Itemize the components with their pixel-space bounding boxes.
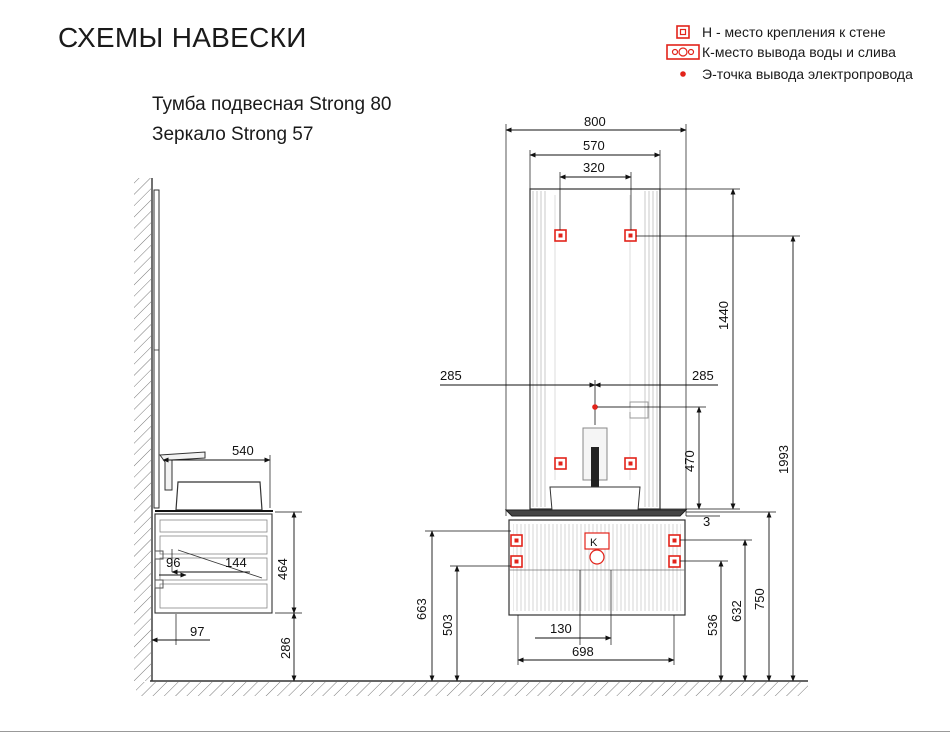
mount-point-icon — [668, 555, 681, 568]
dim-536-label: 536 — [705, 614, 720, 636]
dim-750-label: 750 — [752, 588, 767, 610]
water-outlet-icon — [664, 44, 702, 60]
mount-point-icon — [510, 534, 523, 547]
side-dim-540: 540 — [162, 443, 271, 508]
product-cabinet-name: Тумба подвесная Strong 80 — [152, 94, 392, 115]
dim-3: 3 — [686, 511, 776, 529]
dim-285-right: 285 — [594, 368, 718, 388]
dim-470-label: 470 — [682, 450, 697, 472]
mount-point-icon — [624, 229, 637, 242]
dim-503-label: 503 — [440, 614, 455, 636]
dim-285-left: 285 — [440, 368, 596, 388]
floor — [136, 680, 808, 696]
dim-285-right-label: 285 — [692, 368, 714, 383]
front-faucet — [582, 427, 608, 487]
side-dim-96: 96 — [159, 555, 187, 578]
side-mirror — [153, 189, 160, 509]
side-dim-97: 97 — [151, 614, 210, 645]
mount-point-icon — [624, 457, 637, 470]
dim-144-label: 144 — [225, 555, 247, 570]
mount-point-icon — [664, 25, 702, 39]
front-sink — [504, 486, 688, 517]
dim-503: 503 — [440, 565, 511, 682]
dim-1440: 1440 — [660, 188, 740, 510]
dim-663: 663 — [414, 530, 511, 682]
side-dim-144: 144 — [171, 549, 250, 575]
mount-point-icon — [554, 229, 567, 242]
legend-label-electric: Э-точка вывода электропровода — [702, 66, 913, 82]
dim-286-label: 286 — [278, 637, 293, 659]
dim-96-label: 96 — [166, 555, 180, 570]
side-dim-464: 464 — [275, 511, 302, 614]
side-sink — [155, 481, 273, 512]
dim-97-label: 97 — [190, 624, 204, 639]
dim-632: 632 — [680, 539, 752, 682]
dim-130: 130 — [535, 570, 612, 645]
mount-point-icon — [554, 457, 567, 470]
dim-3-label: 3 — [703, 514, 710, 529]
electric-point-icon — [664, 69, 702, 79]
side-vanity — [154, 513, 273, 614]
legend-row-water: К-место вывода воды и слива — [664, 44, 896, 60]
electric-outlet-icon — [592, 404, 598, 410]
dim-130-label: 130 — [550, 621, 572, 636]
outlet-k-label: K — [590, 537, 598, 549]
dim-698-label: 698 — [572, 644, 594, 659]
dim-285-left-label: 285 — [440, 368, 462, 383]
dim-1440-label: 1440 — [716, 301, 731, 330]
product-mirror-name: Зеркало Strong 57 — [152, 124, 314, 145]
mount-point-icon — [668, 534, 681, 547]
page-title: СХЕМЫ НАВЕСКИ — [58, 22, 307, 53]
dim-470: 470 — [597, 406, 706, 510]
dim-536: 536 — [680, 560, 728, 682]
legend-row-mount: Н - место крепления к стене — [664, 24, 886, 40]
dim-800-label: 800 — [584, 114, 606, 129]
dim-1993-label: 1993 — [776, 445, 791, 474]
legend-label-mount: Н - место крепления к стене — [702, 24, 886, 40]
dim-1993: 1993 — [636, 235, 800, 682]
dim-570: 570 — [529, 138, 661, 189]
dim-750: 750 — [752, 511, 772, 682]
dim-320-label: 320 — [583, 160, 605, 175]
legend-label-water: К-место вывода воды и слива — [702, 44, 896, 60]
dim-698: 698 — [517, 615, 675, 665]
front-mount-points — [510, 229, 681, 568]
front-vanity: K — [508, 519, 686, 616]
side-wall — [134, 178, 153, 681]
mount-point-icon — [510, 555, 523, 568]
side-dim-286: 286 — [278, 612, 297, 682]
dim-464-label: 464 — [275, 558, 290, 580]
dim-663-label: 663 — [414, 598, 429, 620]
dim-540-label: 540 — [232, 443, 254, 458]
dim-320: 320 — [559, 160, 632, 230]
dim-632-label: 632 — [729, 600, 744, 622]
bottom-divider — [0, 731, 950, 732]
legend-row-electric: Э-точка вывода электропровода — [664, 66, 913, 82]
dim-570-label: 570 — [583, 138, 605, 153]
